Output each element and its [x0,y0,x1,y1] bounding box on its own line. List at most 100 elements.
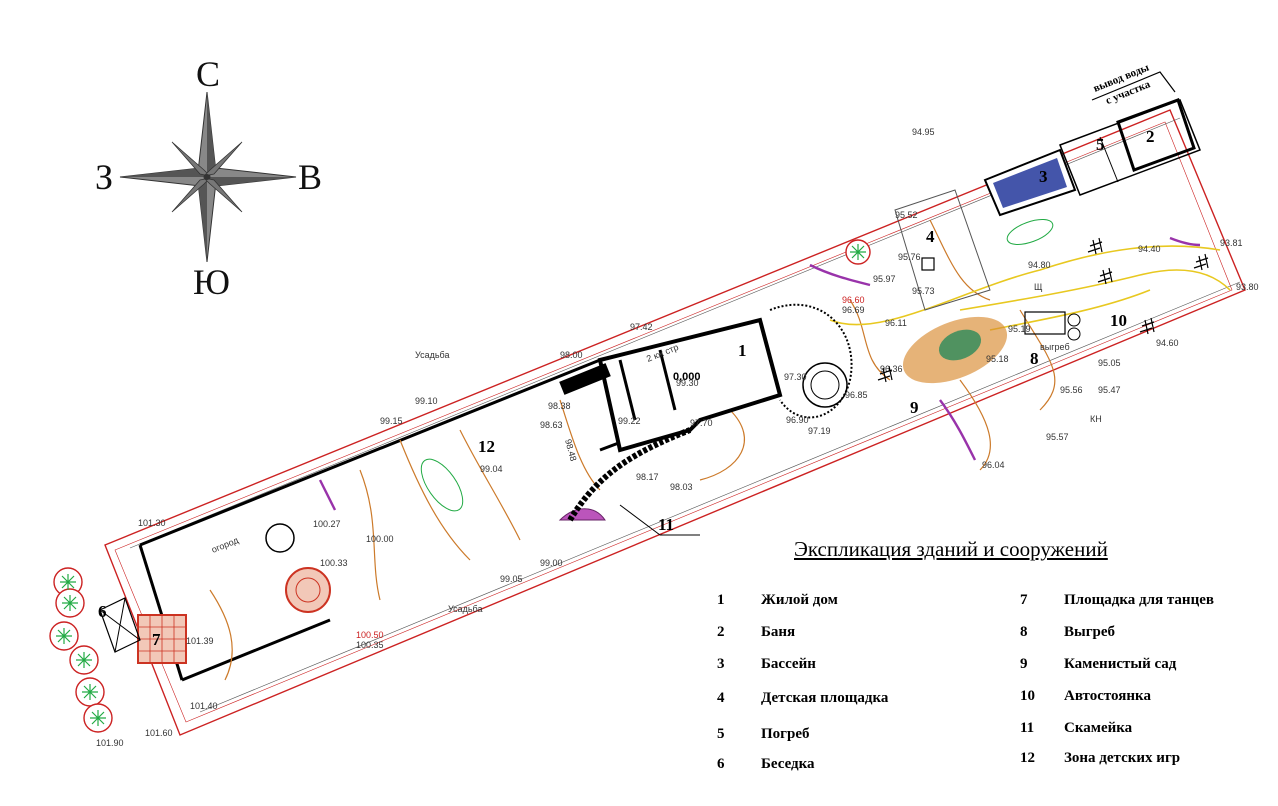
elevation-mark: 98.63 [540,420,563,430]
elevation-mark: 96.85 [845,390,868,400]
house-building: 2 кж стр 0,000 [559,317,783,453]
elevation-mark: 98.00 [560,350,583,360]
legend-label: Детская площадка [761,690,889,706]
legend-number: 8 [1020,624,1028,640]
elevation-mark: 98.17 [636,472,659,482]
plan-number-7: 7 [152,630,161,649]
elevation-mark: 94.95 [912,127,935,137]
plan-number-2: 2 [1146,127,1155,146]
legend-item-5: 5 Погреб [717,726,809,743]
legend-label: Баня [761,624,796,640]
legend-label: Беседка [761,756,815,772]
legend-number: 6 [717,756,725,772]
usadba-bottom-label: Усадьба [448,604,483,614]
plan-number-3: 3 [1039,167,1048,186]
legend-label: Скамейка [1064,720,1133,736]
legend-number: 1 [717,592,725,608]
legend-title: Экспликация зданий и сооружений [794,537,1108,561]
legend-label: Автостоянка [1064,688,1151,704]
legend-number: 2 [717,624,725,640]
legend-item-10: 10 Автостоянка [1020,688,1151,705]
legend-label: Каменистый сад [1064,656,1177,672]
elevation-mark: 96.60 [842,295,865,305]
elevation-mark: 99.04 [480,464,503,474]
elevation-mark: 97.19 [808,426,831,436]
dance-floor [137,614,187,664]
elevation-mark: 96.36 [880,364,903,374]
hatch-markers [877,237,1209,383]
elevation-mark: 97.70 [690,418,713,428]
elevation-mark: 101.39 [186,636,214,646]
vygreb-label: выгреб [1040,342,1070,352]
legend-number: 3 [717,656,725,672]
plan-number-11: 11 [658,515,674,534]
elevation-mark: 101.60 [145,728,173,738]
gazebo [99,597,141,653]
plan-number-10: 10 [1110,311,1127,330]
elevation-mark: 95.47 [1098,385,1121,395]
compass-west-label: З [95,157,113,197]
kn-label: КН [1090,414,1102,424]
elevation-mark: 100.00 [366,534,394,544]
legend-item-4: 4 Детская площадка [717,690,888,707]
yellow-paths [829,245,1231,331]
elevation-mark: 96.90 [786,415,809,425]
elevation-mark: 100.50 [356,630,384,640]
compass-rose: С Ю З В [95,54,322,302]
plan-number-12: 12 [478,437,495,456]
legend-label: Погреб [761,726,810,742]
legend-number: 5 [717,726,725,742]
legend-number: 11 [1020,720,1035,736]
elevation-mark: 93.81 [1220,238,1243,248]
legend-item-6: 6 Беседка [717,756,815,773]
elevation-marks: 94.95 95.52 95.76 95.97 95.73 96.11 96.3… [96,127,1259,748]
elevation-mark: 96.69 [842,305,865,315]
legend-number: 7 [1020,592,1028,608]
elevation-mark: 94.80 [1028,260,1051,270]
bathhouse-and-cellar [1059,98,1201,196]
purple-paths [318,236,1201,511]
legend-number: 10 [1020,688,1035,704]
elevation-mark: 95.73 [912,286,935,296]
elevation-mark: 95.19 [1008,324,1031,334]
elevation-mark: 100.35 [356,640,384,650]
round-brick-pad [265,523,331,613]
elevation-mark: 99.30 [676,378,699,388]
legend-item-9: 9 Каменистый сад [1020,656,1176,673]
elevation-mark: 98.48 [563,438,578,462]
plan-number-1: 1 [738,341,747,360]
elevation-mark: 100.33 [320,558,348,568]
legend-item-12: 12 Зона детских игр [1020,750,1180,767]
compass-north-label: С [196,54,220,94]
elevation-mark: 94.40 [1138,244,1161,254]
legend-number: 9 [1020,656,1028,672]
elevation-mark: 101.40 [190,701,218,711]
legend-item-11: 11 Скамейка [1020,720,1132,737]
legend-number: 12 [1020,750,1035,766]
legend-label: Площадка для танцев [1064,592,1214,608]
elevation-mark: 95.52 [895,210,918,220]
legend-label: Зона детских игр [1064,750,1181,766]
spiral-terrace [769,303,853,419]
elevation-mark: 96.04 [982,460,1005,470]
pool [983,148,1077,217]
ogorod-label: огород [210,535,241,555]
legend-item-2: 2 Баня [717,624,795,641]
elevation-mark: 95.76 [898,252,921,262]
elevation-mark: 95.56 [1060,385,1083,395]
elevation-mark: 95.18 [986,354,1009,364]
shch-label: Щ [1034,282,1043,292]
house-level-label: 0,000 [673,371,701,383]
trees [49,239,871,733]
plan-number-9: 9 [910,398,919,417]
bench-area [558,427,700,536]
elevation-mark: 99.10 [415,396,438,406]
legend-number: 4 [717,690,725,706]
compass-south-label: Ю [193,262,230,302]
elevation-mark: 101.30 [138,518,166,528]
usadba-top-label: Усадьба [415,350,450,360]
